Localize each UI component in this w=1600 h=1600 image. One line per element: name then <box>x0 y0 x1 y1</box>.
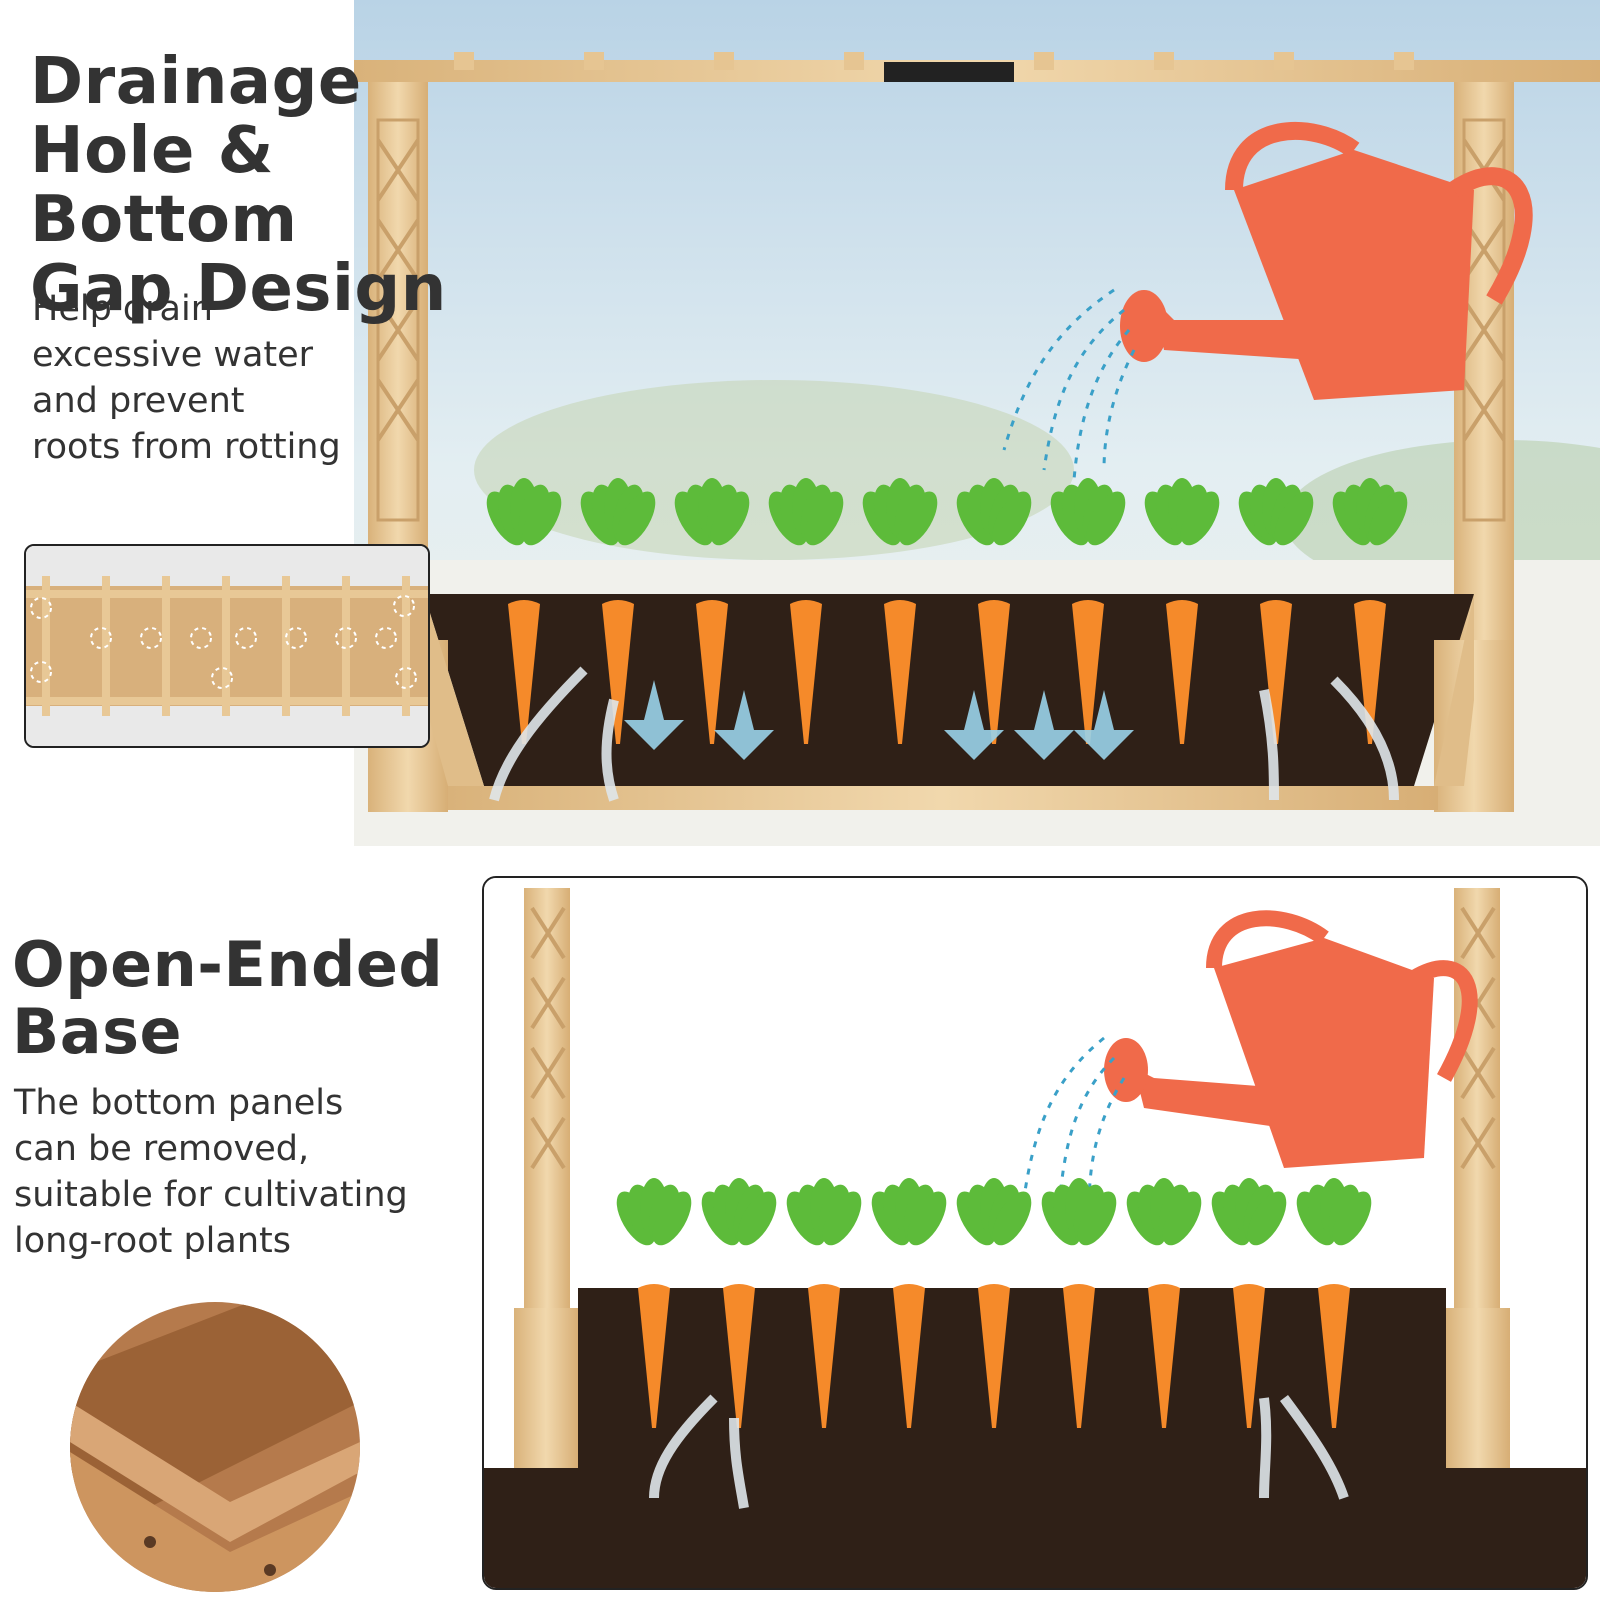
top-description-line-1: Help drain <box>32 289 213 329</box>
bottom-description-line-1: The bottom panels <box>14 1083 344 1123</box>
water-drops <box>1002 288 1136 481</box>
bottom-description: The bottom panels can be removed, suitab… <box>14 1080 444 1264</box>
bottom-carrot-8 <box>1211 1178 1287 1428</box>
open-ended-base-illustration <box>482 876 1588 1590</box>
top-description: Help drain excessive water and prevent r… <box>32 286 392 470</box>
bottom-heading: Open-Ended Base <box>12 928 462 1068</box>
drainage-holes-inset <box>24 544 430 748</box>
bottom-carrot-9 <box>1296 1178 1372 1428</box>
top-carrot-9 <box>1238 478 1314 744</box>
top-carrot-2 <box>580 478 656 744</box>
bottom-description-line-4: long-root plants <box>14 1221 291 1261</box>
bottom-description-line-2: can be removed, <box>14 1129 310 1169</box>
closeup-svg <box>70 1302 360 1592</box>
bottom-heading-line-2: Base <box>12 994 183 1068</box>
top-carrot-7 <box>1050 478 1126 744</box>
inset-svg <box>26 546 428 746</box>
drain-flow-arrows <box>489 666 1399 802</box>
bottom-description-line-3: suitable for cultivating <box>14 1175 408 1215</box>
top-carrot-1 <box>486 478 562 744</box>
top-heading-line-2: Hole & Bottom <box>30 114 298 258</box>
top-description-line-3: and prevent <box>32 381 245 421</box>
drainage-arrows <box>624 680 1134 760</box>
top-carrot-10 <box>1332 478 1408 744</box>
top-carrot-5 <box>862 478 938 744</box>
carrot-row-2 <box>616 1178 1372 1428</box>
drain-flow-arrows-2 <box>649 1394 1349 1509</box>
top-description-line-4: roots from rotting <box>32 427 341 467</box>
top-description-line-2: excessive water <box>32 335 314 375</box>
soil <box>484 1288 1586 1588</box>
bottom-carrot-7 <box>1126 1178 1202 1428</box>
trellis-top-beam <box>354 52 1600 82</box>
bottom-heading-line-1: Open-Ended <box>12 928 444 1001</box>
bottom-carrot-2 <box>701 1178 777 1428</box>
bottom-carrot-4 <box>871 1178 947 1428</box>
carrot-row <box>486 478 1408 744</box>
watering-can-2 <box>1104 910 1478 1168</box>
top-heading: Drainage Hole & Bottom Gap Design <box>30 45 550 327</box>
bottom-carrot-5 <box>956 1178 1032 1428</box>
post-left <box>514 888 578 1468</box>
planter-box <box>368 594 1514 812</box>
post-right <box>1446 888 1510 1468</box>
watering-can <box>1120 121 1533 400</box>
bottom-scene-svg <box>484 878 1586 1588</box>
top-carrot-4 <box>768 478 844 744</box>
top-heading-line-3: Gap Design <box>30 252 447 327</box>
bottom-carrot-6 <box>1041 1178 1117 1428</box>
top-carrot-8 <box>1144 478 1220 744</box>
bottom-carrot-1 <box>616 1178 692 1428</box>
bottom-carrot-3 <box>786 1178 862 1428</box>
top-carrot-6 <box>956 478 1032 744</box>
top-carrot-3 <box>674 478 750 744</box>
top-heading-line-1: Drainage <box>30 45 362 119</box>
open-base-closeup <box>70 1302 360 1592</box>
